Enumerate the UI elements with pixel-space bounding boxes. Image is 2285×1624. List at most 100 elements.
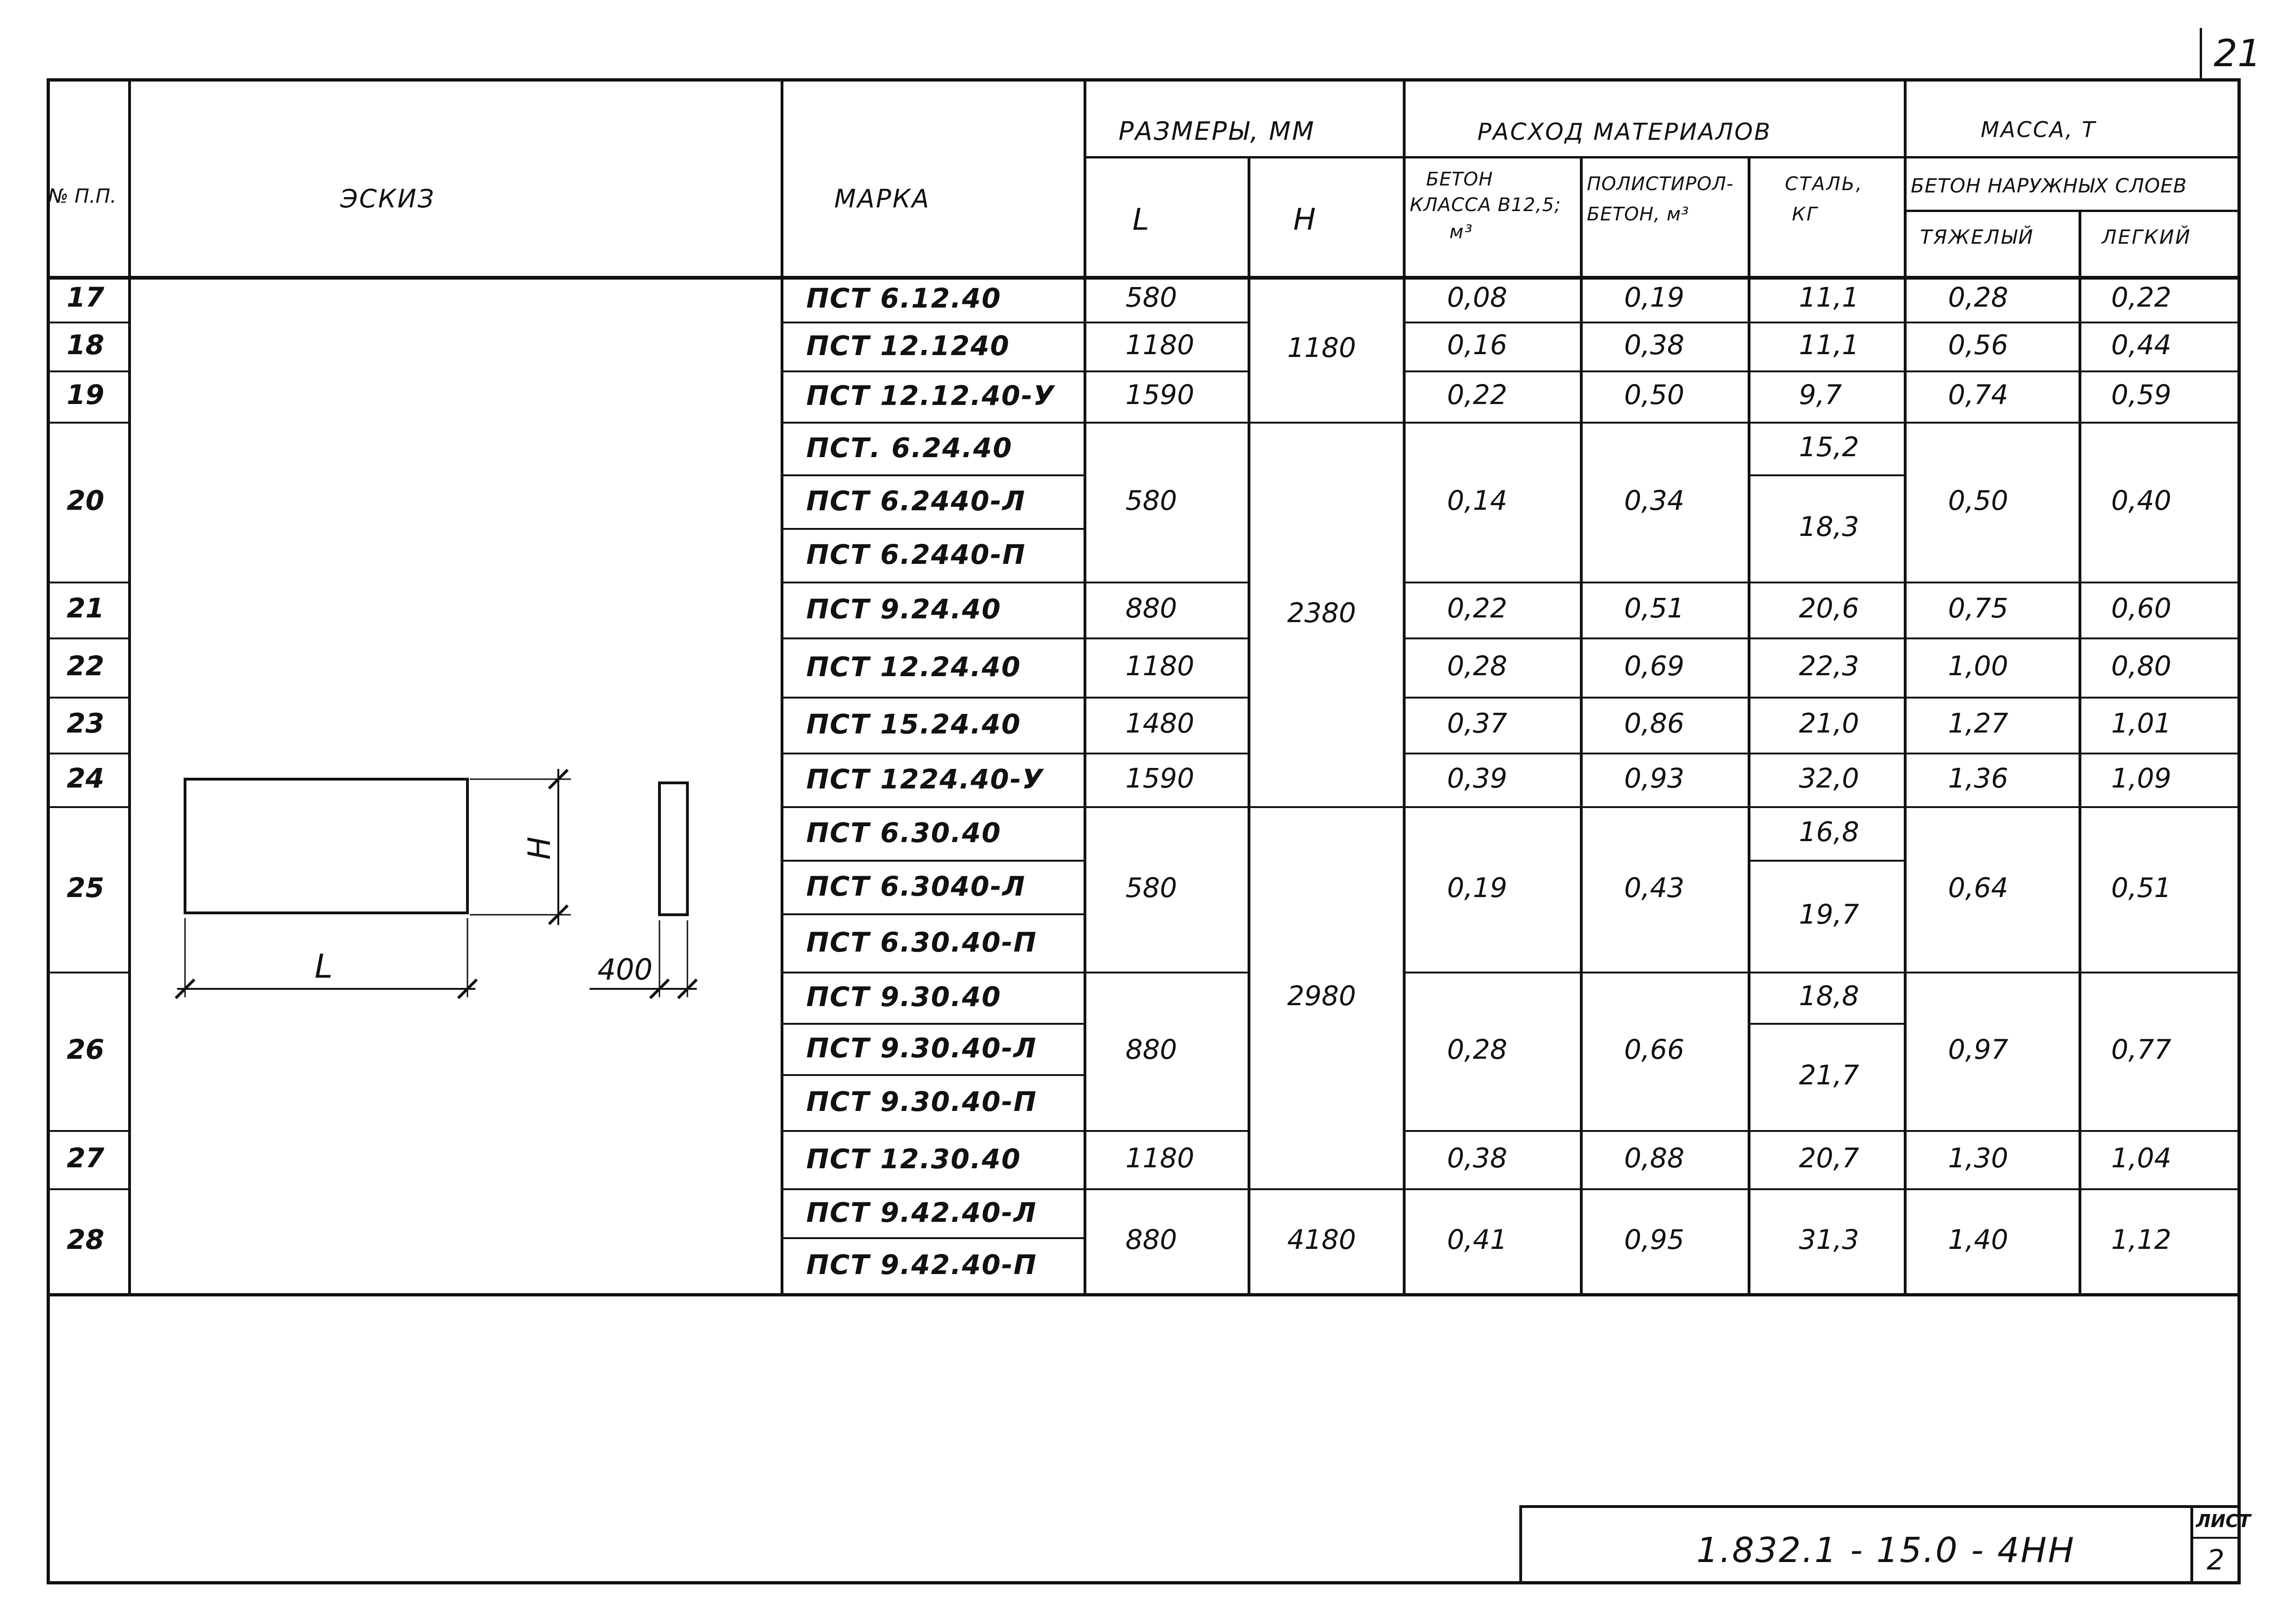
row-rule [1403, 1293, 2241, 1295]
row-number: 19 [67, 379, 104, 411]
row-rule [781, 1130, 1084, 1132]
mark-cell: ПСТ 6.30.40-П [806, 926, 1037, 958]
row-rule [1084, 1130, 1248, 1132]
sketch-label-thickness: 400 [597, 952, 652, 987]
header-mass-rule [1904, 210, 2241, 212]
steel-cell: 18,8 [1799, 980, 1860, 1012]
row-rule [1084, 582, 1248, 583]
row-rule [1403, 1188, 2241, 1190]
row-number: 17 [67, 281, 104, 313]
row-rule [48, 806, 128, 808]
mass-light-cell: 0,59 [2111, 379, 2172, 411]
row-rule [1403, 972, 2241, 973]
polystyrene-cell: 0,93 [1624, 762, 1685, 794]
row-rule [1084, 806, 1248, 808]
drawing-frame [47, 78, 2241, 1584]
mass-light-cell: 0,44 [2111, 329, 2172, 361]
mass-heavy-cell: 1,27 [1948, 707, 2009, 739]
row-rule [1084, 637, 1248, 639]
steel-cell: 21,7 [1799, 1059, 1860, 1091]
column-rule [128, 78, 131, 1296]
mark-cell: ПСТ 12.1240 [806, 329, 1010, 362]
polystyrene-cell: 0,86 [1624, 707, 1685, 739]
mass-light-cell: 0,22 [2111, 281, 2172, 313]
page-number-divider [2200, 28, 2202, 79]
column-rule [1403, 78, 1406, 1296]
header-light: ЛЕГКИЙ [2102, 226, 2192, 248]
mass-heavy-cell: 1,00 [1948, 650, 2009, 682]
mass-light-cell: 1,04 [2111, 1142, 2172, 1174]
mark-cell: ПСТ 6.12.40 [806, 282, 1002, 314]
mass-heavy-cell: 1,40 [1948, 1223, 2009, 1255]
steel-cell: 18,3 [1799, 511, 1860, 542]
row-rule [781, 753, 1084, 754]
polystyrene-cell: 0,66 [1624, 1034, 1685, 1065]
polystyrene-cell: 0,51 [1624, 592, 1685, 624]
mass-heavy-cell: 0,75 [1948, 592, 2009, 624]
mass-heavy-cell: 1,30 [1948, 1142, 2009, 1174]
mass-light-cell: 1,12 [2111, 1223, 2172, 1255]
steel-cell: 11,1 [1799, 281, 1860, 313]
header-mark: МАРКА [834, 184, 931, 213]
mark-cell: ПСТ 15.24.40 [806, 708, 1022, 740]
header-materials-rule [1403, 156, 2241, 158]
row-rule [1403, 697, 2241, 699]
header-dim-H: H [1293, 203, 1317, 237]
header-sketch: ЭСКИЗ [340, 184, 435, 213]
header-num: № П.П. [48, 185, 117, 207]
steel-cell: 20,7 [1799, 1142, 1860, 1174]
height-cell: 1180 [1287, 331, 1356, 363]
concrete-cell: 0,08 [1447, 281, 1508, 313]
row-rule [1248, 806, 1403, 808]
mark-cell: ПСТ 12.30.40 [806, 1143, 1022, 1175]
steel-cell: 15,2 [1799, 431, 1860, 463]
length-cell: 880 [1125, 592, 1177, 624]
header-bottom-rule [48, 276, 2241, 280]
sketch-label-l: L [315, 947, 333, 986]
header-heavy: ТЯЖЕЛЫЙ [1920, 226, 2034, 248]
length-cell: 880 [1125, 1034, 1177, 1065]
steel-cell: 16,8 [1799, 815, 1860, 848]
polystyrene-cell: 0,50 [1624, 379, 1685, 411]
concrete-cell: 0,39 [1447, 762, 1508, 794]
row-rule [781, 972, 1084, 973]
header-steel-2: КГ [1792, 204, 1818, 225]
mark-cell: ПСТ 6.2440-Л [806, 485, 1026, 517]
row-rule [1084, 1293, 1248, 1295]
row-number: 22 [67, 650, 104, 682]
row-rule [1248, 422, 1403, 424]
column-rule [781, 78, 783, 1296]
mark-cell: ПСТ 12.24.40 [806, 651, 1022, 683]
row-rule [781, 422, 1084, 424]
row-rule [781, 582, 1084, 583]
concrete-cell: 0,16 [1447, 329, 1508, 361]
sketch-label-h: H [522, 836, 557, 860]
row-rule [781, 1023, 1084, 1025]
polystyrene-cell: 0,19 [1624, 281, 1685, 313]
row-rule [48, 370, 128, 372]
header-dims-rule [1084, 156, 1403, 158]
row-number: 28 [67, 1223, 104, 1255]
row-rule [48, 1130, 128, 1132]
concrete-cell: 0,37 [1447, 707, 1508, 739]
polystyrene-cell: 0,69 [1624, 650, 1685, 682]
panel-front-view [184, 778, 469, 914]
mass-heavy-cell: 0,50 [1948, 484, 2009, 516]
header-steel-1: СТАЛЬ, [1785, 173, 1863, 195]
row-rule [48, 697, 128, 699]
row-rule [1748, 474, 1904, 476]
row-rule [781, 1237, 1084, 1239]
page-number: 21 [2214, 32, 2261, 75]
row-rule [1084, 322, 1248, 323]
row-rule [48, 753, 128, 754]
concrete-cell: 0,28 [1447, 1034, 1508, 1065]
column-rule [1084, 78, 1086, 1296]
row-rule [1403, 582, 2241, 583]
row-number: 26 [67, 1034, 104, 1065]
row-rule [1084, 422, 1248, 424]
stamp-top-line [1519, 1505, 2241, 1508]
polystyrene-cell: 0,38 [1624, 329, 1685, 361]
mass-light-cell: 0,51 [2111, 871, 2172, 904]
mass-heavy-cell: 0,64 [1948, 871, 2009, 904]
